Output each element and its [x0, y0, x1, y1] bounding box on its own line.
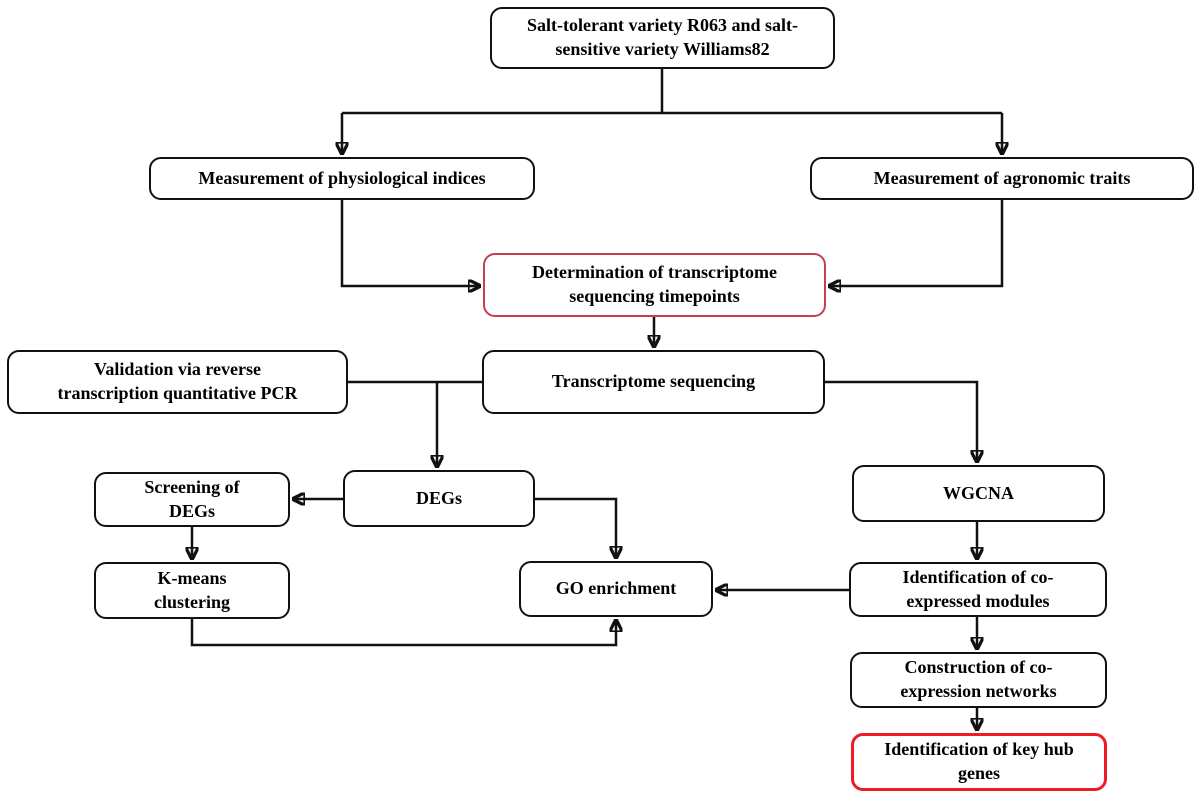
node-go-enrichment: GO enrichment [519, 561, 713, 617]
node-label: GO enrichment [555, 578, 677, 599]
node-screening-degs: Screening of DEGs [94, 472, 290, 527]
node-label: Screening of DEGs [144, 476, 240, 521]
node-label: Identification of key hub genes [884, 739, 1074, 783]
node-label: Identification of co- expressed modules [902, 566, 1054, 611]
connector-physio-to-determination [340, 200, 481, 286]
node-label: WGCNA [943, 482, 1014, 503]
node-key-hub-genes: Identification of key hub genes [851, 733, 1107, 791]
node-determination-timepoints: Determination of transcriptome sequencin… [483, 253, 826, 317]
connector-degs-to-go [535, 497, 616, 559]
node-validation-rtqpcr: Validation via reverse transcription qua… [7, 350, 348, 414]
node-label: K-means clustering [154, 567, 230, 612]
node-source-varieties: Salt-tolerant variety R063 and salt- sen… [490, 7, 835, 69]
node-degs: DEGs [343, 470, 535, 527]
connector-agro-to-determination [828, 200, 1004, 286]
node-label: Validation via reverse transcription qua… [57, 359, 298, 403]
node-label: Transcriptome sequencing [551, 371, 756, 392]
node-wgcna: WGCNA [852, 465, 1105, 522]
node-label: DEGs [415, 487, 462, 508]
node-agronomic-traits: Measurement of agronomic traits [810, 157, 1194, 200]
node-label: Construction of co- expression networks [900, 657, 1057, 701]
node-kmeans-clustering: K-means clustering [94, 562, 290, 619]
node-label: Salt-tolerant variety R063 and salt- sen… [527, 15, 798, 59]
node-label: Measurement of physiological indices [198, 167, 486, 188]
node-label: Measurement of agronomic traits [873, 167, 1131, 188]
node-transcriptome-sequencing: Transcriptome sequencing [482, 350, 825, 414]
node-physiological-indices: Measurement of physiological indices [149, 157, 535, 200]
connector-transcriptome-to-wgcna [825, 380, 977, 463]
node-label: Determination of transcriptome sequencin… [532, 262, 777, 306]
node-coexpression-networks: Construction of co- expression networks [850, 652, 1107, 708]
node-coexpressed-modules: Identification of co- expressed modules [849, 562, 1107, 617]
connector-kmeans-to-go [190, 619, 616, 647]
